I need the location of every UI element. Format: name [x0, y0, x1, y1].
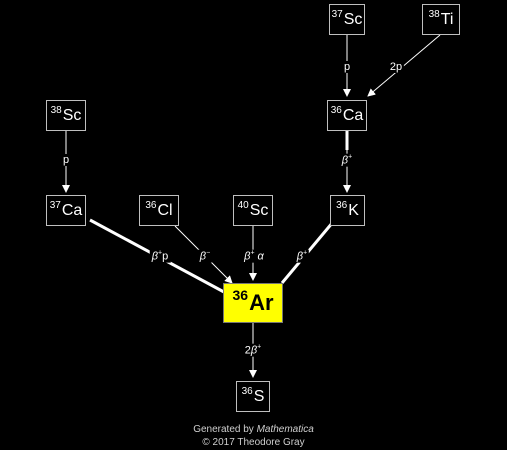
label-sc38-ca37-text: p	[62, 154, 70, 166]
label-ar36-s36-sup: +	[257, 343, 262, 351]
node-s36-mass: 36	[241, 386, 253, 397]
node-k36-mass: 36	[336, 200, 348, 211]
label-ar36-s36: 2β+	[242, 343, 264, 357]
label-ti38-ca36-text: 2p	[389, 61, 403, 73]
label-k36-ar36-sup: +	[303, 249, 308, 257]
node-sc38-symbol: Sc	[62, 106, 82, 124]
node-ti38-symbol: Ti	[440, 10, 454, 28]
label-ca36-k36-sup: +	[348, 153, 353, 161]
label-k36-ar36: β+	[294, 249, 310, 263]
label-sc37-ca36-text: p	[343, 61, 351, 73]
label-cl36-ar36-beta: β	[199, 250, 207, 263]
node-ca37-mass: 37	[49, 200, 61, 211]
node-cl36-symbol: Cl	[157, 201, 173, 219]
label-cl36-ar36: β−	[197, 249, 213, 263]
node-ar36-symbol: Ar	[249, 290, 274, 315]
label-cl36-ar36-sup: −	[206, 249, 211, 257]
label-sc40-ar36-tail: α	[257, 250, 264, 263]
label-ca36-k36-beta: β	[341, 154, 349, 167]
node-ca37-symbol: Ca	[61, 201, 83, 219]
label-ti38-ca36: 2p	[387, 61, 405, 73]
footer-generated-app: Mathematica	[256, 424, 314, 435]
label-ca37-ar36-tail: p	[162, 250, 169, 263]
label-ar36-s36-prefix: 2	[244, 344, 251, 357]
label-sc40-ar36: β+α	[242, 249, 266, 263]
label-ca37-ar36: β+p	[149, 249, 171, 263]
node-sc37-symbol: Sc	[343, 10, 363, 28]
node-ar36-mass: 36	[232, 287, 249, 303]
label-sc40-ar36-sup: +	[250, 249, 255, 257]
node-sc40-symbol: Sc	[249, 201, 269, 219]
label-ca37-ar36-beta: β	[151, 250, 159, 263]
node-sc40-mass: 40	[237, 200, 249, 211]
node-sc38-mass: 38	[50, 105, 62, 116]
node-s36-symbol: S	[253, 387, 265, 405]
node-ca36-mass: 36	[330, 105, 342, 116]
label-k36-ar36-beta: β	[296, 250, 304, 263]
label-sc38-ca37: p	[60, 154, 72, 166]
label-sc37-ca36: p	[341, 61, 353, 73]
label-ca37-ar36-sup: +	[158, 249, 163, 257]
label-sc40-ar36-beta: β	[244, 250, 251, 263]
footer-generated-prefix: Generated by	[193, 424, 257, 435]
footer-generated: Generated by Mathematica	[0, 424, 507, 435]
label-ar36-s36-beta: β	[250, 344, 258, 357]
footer-copyright: © 2017 Theodore Gray	[202, 437, 305, 448]
label-ca36-k36: β+	[339, 153, 355, 167]
node-cl36-mass: 36	[145, 200, 157, 211]
node-ca36-symbol: Ca	[342, 106, 364, 124]
node-k36-symbol: K	[348, 201, 359, 219]
node-ti38-mass: 38	[428, 9, 440, 20]
node-sc37-mass: 37	[331, 9, 343, 20]
